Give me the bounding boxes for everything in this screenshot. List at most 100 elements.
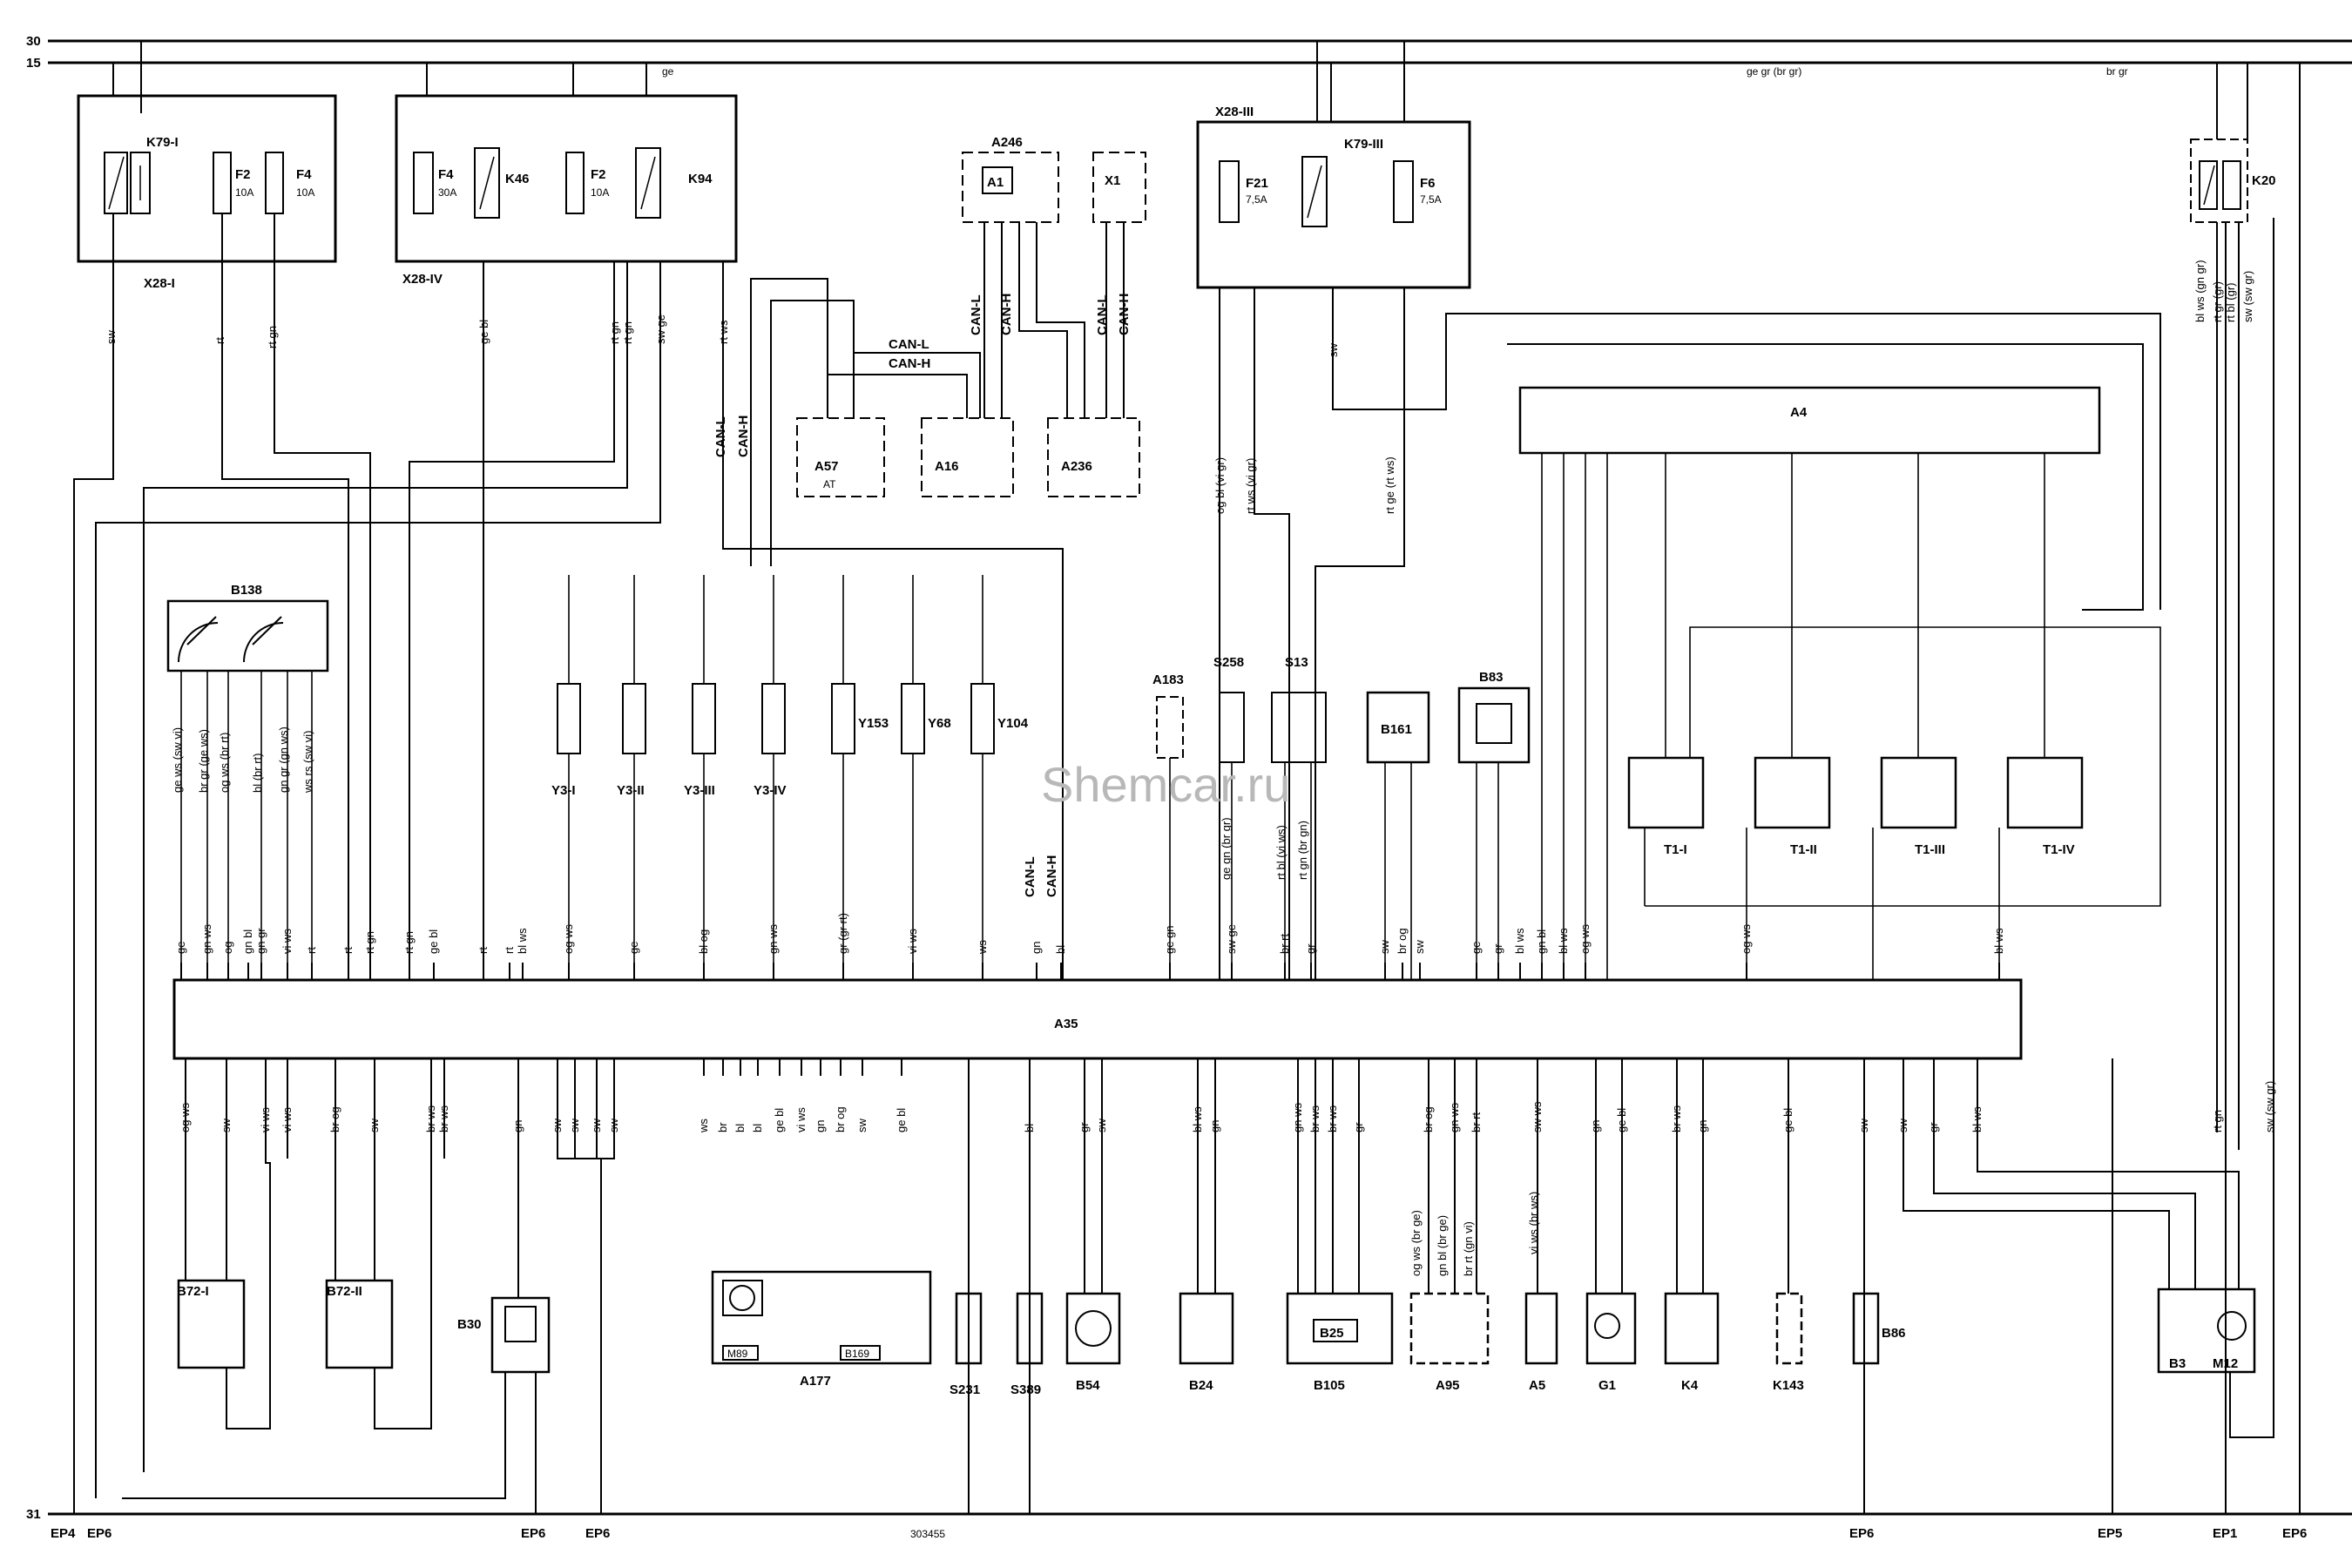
- can-h-label-c: CAN-H: [999, 294, 1014, 335]
- a35-bottom-wire-label: ge bl: [895, 1108, 908, 1132]
- a35-bottom-wire-label: gn: [814, 1120, 827, 1132]
- y153-label: Y153: [858, 716, 889, 731]
- wire-x28i-3: rt gn: [266, 326, 279, 348]
- f2-a-rating: 10A: [235, 186, 253, 199]
- s13-label: S13: [1285, 655, 1308, 670]
- sensor-b161: [1366, 691, 1430, 764]
- bottom-wires: [122, 218, 2274, 1514]
- b30-label: B30: [457, 1317, 482, 1332]
- f4-a-rating: 10A: [296, 186, 314, 199]
- rail-31-label: 31: [26, 1507, 41, 1522]
- k79-i-label: K79-I: [146, 135, 179, 150]
- a177-label: A177: [800, 1374, 831, 1389]
- f21-label: F21: [1246, 176, 1268, 191]
- fuse-box-x28-iv: [395, 94, 738, 263]
- y104-label: Y104: [997, 716, 1029, 731]
- wire-a95-1: og ws (br ge): [1409, 1210, 1423, 1276]
- b24-label: B24: [1189, 1378, 1213, 1393]
- wire-top-3: br gr: [2106, 65, 2128, 78]
- a57-label: A57: [814, 459, 839, 474]
- module-a57: [796, 417, 885, 497]
- switch-s258: [1219, 692, 1245, 763]
- wire-s258-1: ge gn (br gr): [1220, 817, 1233, 880]
- a57-sub: AT: [823, 478, 836, 490]
- b86-label: B86: [1882, 1326, 1906, 1341]
- t1-iv-label: T1-IV: [2043, 842, 2075, 857]
- a35-top-wire-label: br og: [1396, 928, 1409, 954]
- f4-b-rating: 30A: [438, 186, 456, 199]
- a35-bottom-wire-label: ws: [697, 1119, 710, 1133]
- wire-k20-3: rt bl (gr): [2224, 283, 2237, 323]
- a35-top-wire-label: rt gn: [402, 931, 416, 954]
- x28-iii-label: X28-III: [1215, 105, 1254, 119]
- y3-iv-label: Y3-IV: [754, 783, 787, 798]
- t1-ii-label: T1-II: [1790, 842, 1817, 857]
- ground-ep4-label: EP4: [51, 1526, 76, 1541]
- a35-top-wire-label: gn bl: [241, 929, 254, 954]
- connector-x1: [1092, 152, 1146, 223]
- ground-ep6-label-e: EP6: [2282, 1526, 2307, 1541]
- can-bus-lines: [750, 222, 1125, 566]
- a35-bottom-wire-label: sw: [855, 1119, 868, 1133]
- wire-a95-3: br rt (gn vi): [1462, 1221, 1475, 1276]
- s258-label: S258: [1213, 655, 1244, 670]
- f6-rating: 7,5A: [1420, 193, 1442, 206]
- k46-label: K46: [505, 172, 530, 186]
- g1-label: G1: [1598, 1378, 1616, 1393]
- wire-top-2: ge gr (br gr): [1747, 65, 1801, 78]
- x1-label: X1: [1105, 173, 1120, 188]
- fuse-box-x28-i: [77, 94, 337, 263]
- wire-a95-2: gn bl (br ge): [1436, 1215, 1449, 1276]
- x28-iv-label: X28-IV: [402, 272, 443, 287]
- wire-k20-2: rt gr (gr): [2211, 281, 2224, 322]
- relay-k20: [2190, 139, 2248, 223]
- a35-bottom-wire-label: br og: [834, 1106, 847, 1132]
- rail-drops: [112, 41, 2248, 139]
- f2-b-label: F2: [591, 167, 606, 182]
- bottom-components-inner: [504, 1280, 2247, 1361]
- k94-label: K94: [688, 172, 713, 186]
- bottom-components: [177, 1270, 2256, 1374]
- wire-x28iv-2: rt gn: [608, 321, 621, 344]
- a4-label: A4: [1790, 405, 1808, 420]
- a246-label: A246: [991, 135, 1023, 150]
- ground-ep6-label-b: EP6: [521, 1526, 545, 1541]
- a35-top-wire-label: sw: [1413, 940, 1426, 955]
- x28-i-label: X28-I: [144, 276, 175, 291]
- wire-x28iv-1: ge bl: [477, 320, 490, 344]
- f4-a-label: F4: [296, 167, 312, 182]
- wire-x28iii-4: rt ge (rt ws): [1383, 456, 1396, 514]
- a35-top-wire-label: bl ws: [516, 928, 529, 954]
- a35-top-wire-label: rt: [503, 947, 516, 954]
- wire-s13-2: rt gn (br gn): [1296, 821, 1309, 880]
- k79-iii-label: K79-III: [1344, 137, 1383, 152]
- b72-i-label: B72-I: [177, 1284, 209, 1299]
- a35-top-wire-label: gn: [1030, 942, 1043, 954]
- can-h-label-b: CAN-H: [736, 416, 751, 457]
- y3-ii-label: Y3-II: [617, 783, 645, 798]
- b83-inner: [1476, 703, 1512, 744]
- a95-label: A95: [1436, 1378, 1460, 1393]
- ground-ep6-label-d: EP6: [1849, 1526, 1874, 1541]
- b54-label: B54: [1076, 1378, 1100, 1393]
- a5-label: A5: [1529, 1378, 1545, 1393]
- module-a16: [921, 417, 1014, 497]
- rail-30-label: 30: [26, 34, 41, 49]
- component-a183: [1156, 696, 1184, 759]
- b138-label: B138: [231, 583, 262, 598]
- s389-label: S389: [1010, 1382, 1041, 1397]
- b25-label: B25: [1320, 1326, 1344, 1341]
- s231-label: S231: [950, 1382, 980, 1397]
- wire-x28iii-3: sw: [1327, 343, 1340, 358]
- y3-i-label: Y3-I: [551, 783, 576, 798]
- wire-k20-5: rt gn: [2211, 1110, 2224, 1132]
- b105-label: B105: [1314, 1378, 1345, 1393]
- a35-bottom-wire-label: vi ws: [794, 1107, 808, 1132]
- a35-top-wire-label: rt: [476, 947, 490, 954]
- wire-x28iv-3: rt gn: [621, 321, 634, 344]
- ground-ep6-label-a: EP6: [87, 1526, 112, 1541]
- m12-label: M12: [2213, 1356, 2238, 1371]
- a35-bottom-wire-label: bl: [751, 1124, 764, 1132]
